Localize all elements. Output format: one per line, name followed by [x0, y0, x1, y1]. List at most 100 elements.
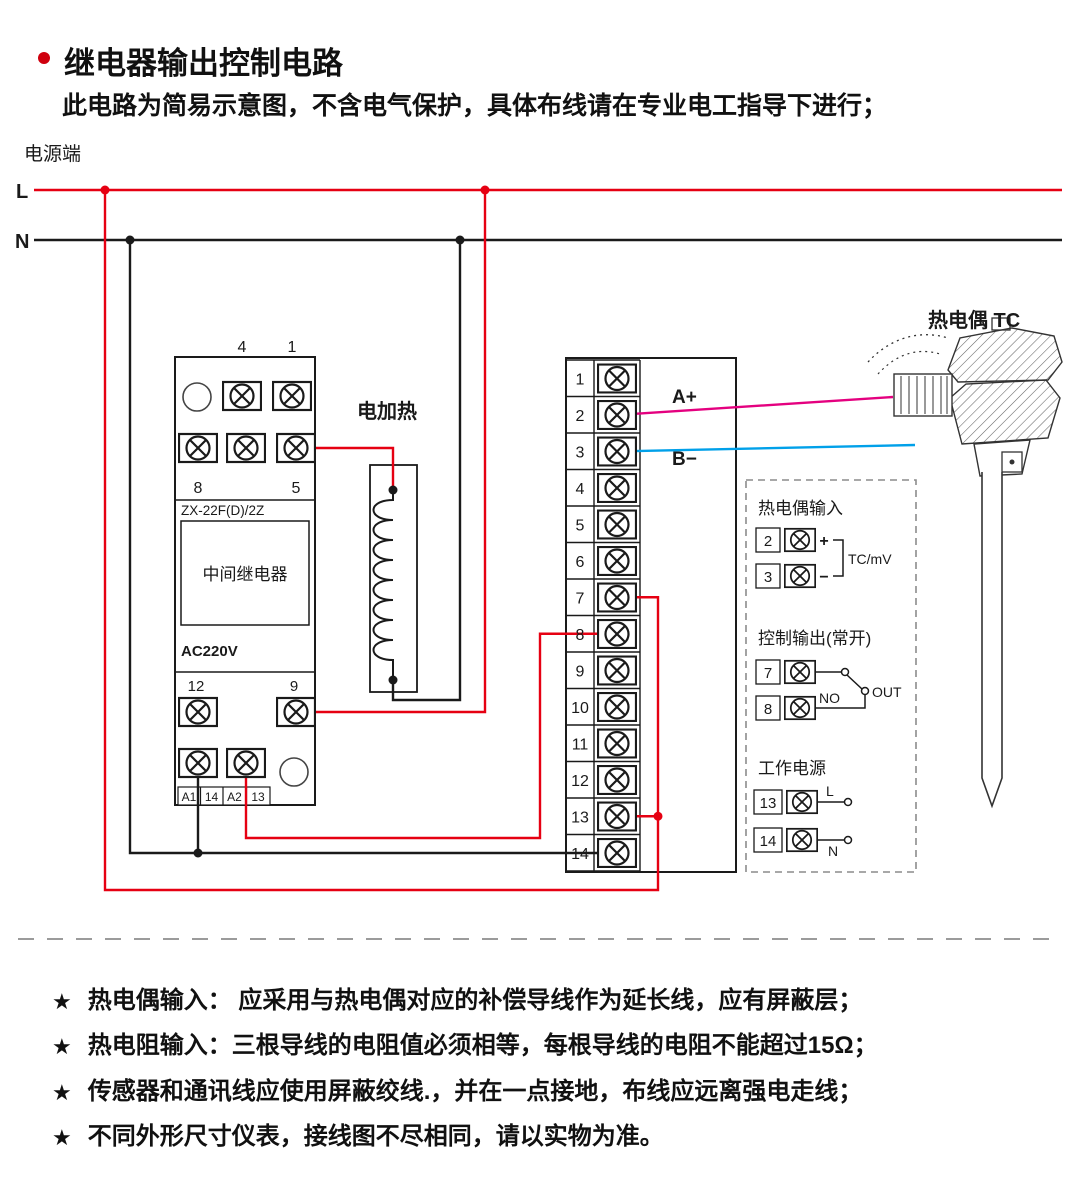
- tc-minus-wire: [616, 443, 916, 453]
- screw-terminal: [272, 380, 312, 412]
- minus-sign: −: [819, 569, 828, 586]
- note-item: ★ 热电阻输入：三根导线的电阻值必须相等，每根导线的电阻不能超过15Ω；: [52, 1032, 1052, 1060]
- screw-terminal: [226, 747, 266, 779]
- panel-cell-7: [755, 659, 781, 685]
- terminal-number: 14: [571, 846, 589, 863]
- panel-cell-13: [753, 789, 783, 815]
- junction-dot: [125, 235, 135, 245]
- live-rail-label: L: [16, 181, 28, 203]
- screw-terminal: [597, 436, 637, 467]
- screw-terminal: [597, 582, 637, 613]
- screw-terminal: [597, 400, 637, 430]
- terminal-number: 2: [576, 408, 585, 425]
- screw-terminal: [786, 827, 818, 853]
- note-item: ★ 传感器和通讯线应使用屏蔽绞线.，并在一点接地，布线应远离强电走线；: [52, 1077, 1052, 1105]
- note-text: 热电偶输入： 应采用与热电偶对应的补偿导线作为延长线，应有屏蔽层；: [87, 987, 863, 1014]
- junction-dot: [455, 235, 465, 245]
- thermocouple-lead-dotted-2: [877, 350, 941, 375]
- terminal-number: 5: [576, 518, 585, 535]
- screw-terminal: [597, 509, 637, 540]
- terminal-number: 9: [576, 664, 585, 681]
- b-minus-label: B−: [672, 449, 697, 470]
- panel-cell-8: [755, 695, 781, 721]
- switch-blade: [846, 674, 863, 690]
- page-title: 继电器输出控制电路: [64, 46, 343, 81]
- no-label: NO: [819, 690, 840, 706]
- panel-live-label: L: [826, 783, 834, 799]
- switch-no-line: [816, 695, 866, 709]
- panel-cell-14: [753, 827, 783, 853]
- relay-terminals: [178, 380, 316, 787]
- relay-corner-hole: [182, 382, 212, 412]
- terminal-number: 7: [576, 591, 585, 608]
- screw-terminal: [597, 546, 637, 576]
- relay-terminal-8: 8: [194, 480, 203, 497]
- relay-coil-label-13: 13: [251, 790, 265, 804]
- relay-corner-hole: [279, 757, 309, 787]
- panel-cell-3: [755, 563, 781, 589]
- relay-coil-label-14: 14: [205, 790, 219, 804]
- thermocouple-threaded-fitting: [893, 373, 953, 417]
- star-icon: ★: [52, 1079, 72, 1105]
- relay-voltage-label: AC220V: [181, 643, 238, 660]
- wire-relay5-to-heater: [296, 446, 395, 490]
- screw-terminal: [597, 692, 637, 722]
- neutral-rail-label: N: [15, 231, 29, 253]
- thermocouple-hex-body: [949, 379, 1061, 445]
- panel-terminal-3: 3: [764, 569, 772, 586]
- a-plus-label: A+: [672, 387, 697, 408]
- screw-terminal: [178, 747, 218, 779]
- dashed-separator: [18, 938, 1062, 940]
- screw-terminal: [178, 696, 218, 728]
- live-wire-main-loop: [103, 190, 660, 892]
- heater-coil: [372, 490, 394, 680]
- relay-coil-label-a2: A2: [227, 790, 242, 804]
- thermocouple-cap: [947, 327, 1063, 383]
- note-item: ★ 不同外形尺寸仪表，接线图不尽相同，请以实物为准。: [52, 1123, 1052, 1151]
- panel-cell-2: [755, 527, 781, 553]
- thermocouple-threads: [900, 376, 948, 414]
- star-icon: ★: [52, 989, 72, 1014]
- relay-name-box: [180, 520, 310, 626]
- relay-terminal-12: 12: [188, 678, 205, 695]
- title-bullet-icon: [38, 52, 50, 64]
- note-item: ★ 热电偶输入： 应采用与热电偶对应的补偿导线作为延长线，应有屏蔽层；: [52, 987, 1052, 1014]
- plus-sign: +: [819, 533, 828, 550]
- screw-terminal: [784, 563, 816, 589]
- relay-terminal-9: 9: [290, 678, 298, 695]
- terminal-number: 6: [576, 554, 585, 571]
- screw-terminal: [178, 432, 218, 464]
- note-text: 传感器和通讯线应使用屏蔽绞线.，并在一点接地，布线应远离强电走线；: [87, 1077, 863, 1105]
- screw-terminal: [786, 789, 818, 815]
- page-subtitle: 此电路为简易示意图，不含电气保护，具体布线请在专业电工指导下进行；: [62, 92, 888, 120]
- panel-terminal-2: 2: [764, 533, 772, 550]
- diagram-labels: 电源端 L N 4 1 8 5 ZX-22F(D)/2Z 中间继电器 AC220…: [15, 143, 1020, 863]
- panel-terminal-13: 13: [760, 795, 777, 812]
- panel-internal-wires: [816, 539, 870, 845]
- panel-terminal-14: 14: [760, 833, 777, 850]
- thermocouple-drawing: [867, 317, 1063, 809]
- tc-signal-label: TC/mV: [848, 551, 892, 567]
- neutral-wire-to-terminal14: [128, 240, 617, 855]
- terminal-number: 12: [571, 773, 589, 790]
- circuit-diagram: 电源端 L N 4 1 8 5 ZX-22F(D)/2Z 中间继电器 AC220…: [15, 143, 1063, 892]
- screw-terminal: [276, 696, 316, 728]
- terminal-number: 13: [571, 810, 589, 827]
- panel-terminal-7: 7: [764, 665, 772, 682]
- screw-terminal: [597, 728, 637, 759]
- junction-dot: [100, 185, 110, 195]
- screw-terminal: [597, 801, 637, 832]
- screw-terminal: [597, 619, 637, 649]
- thermocouple-probe: [981, 472, 1003, 809]
- note-text: 不同外形尺寸仪表，接线图不尽相同，请以实物为准。: [87, 1123, 664, 1151]
- out-label: OUT: [872, 684, 902, 700]
- terminal-number: 11: [572, 737, 589, 754]
- tc-input-title: 热电偶输入: [758, 499, 843, 518]
- live-wire-to-relay-contact9: [296, 190, 487, 714]
- screw-terminal: [597, 363, 637, 394]
- screw-terminal: [784, 695, 816, 721]
- panel-terminal-8: 8: [764, 701, 772, 718]
- switch-contact-a: [840, 667, 850, 677]
- note-text: 热电阻输入：三根导线的电阻值必须相等，每根导线的电阻不能超过15Ω；: [87, 1032, 878, 1060]
